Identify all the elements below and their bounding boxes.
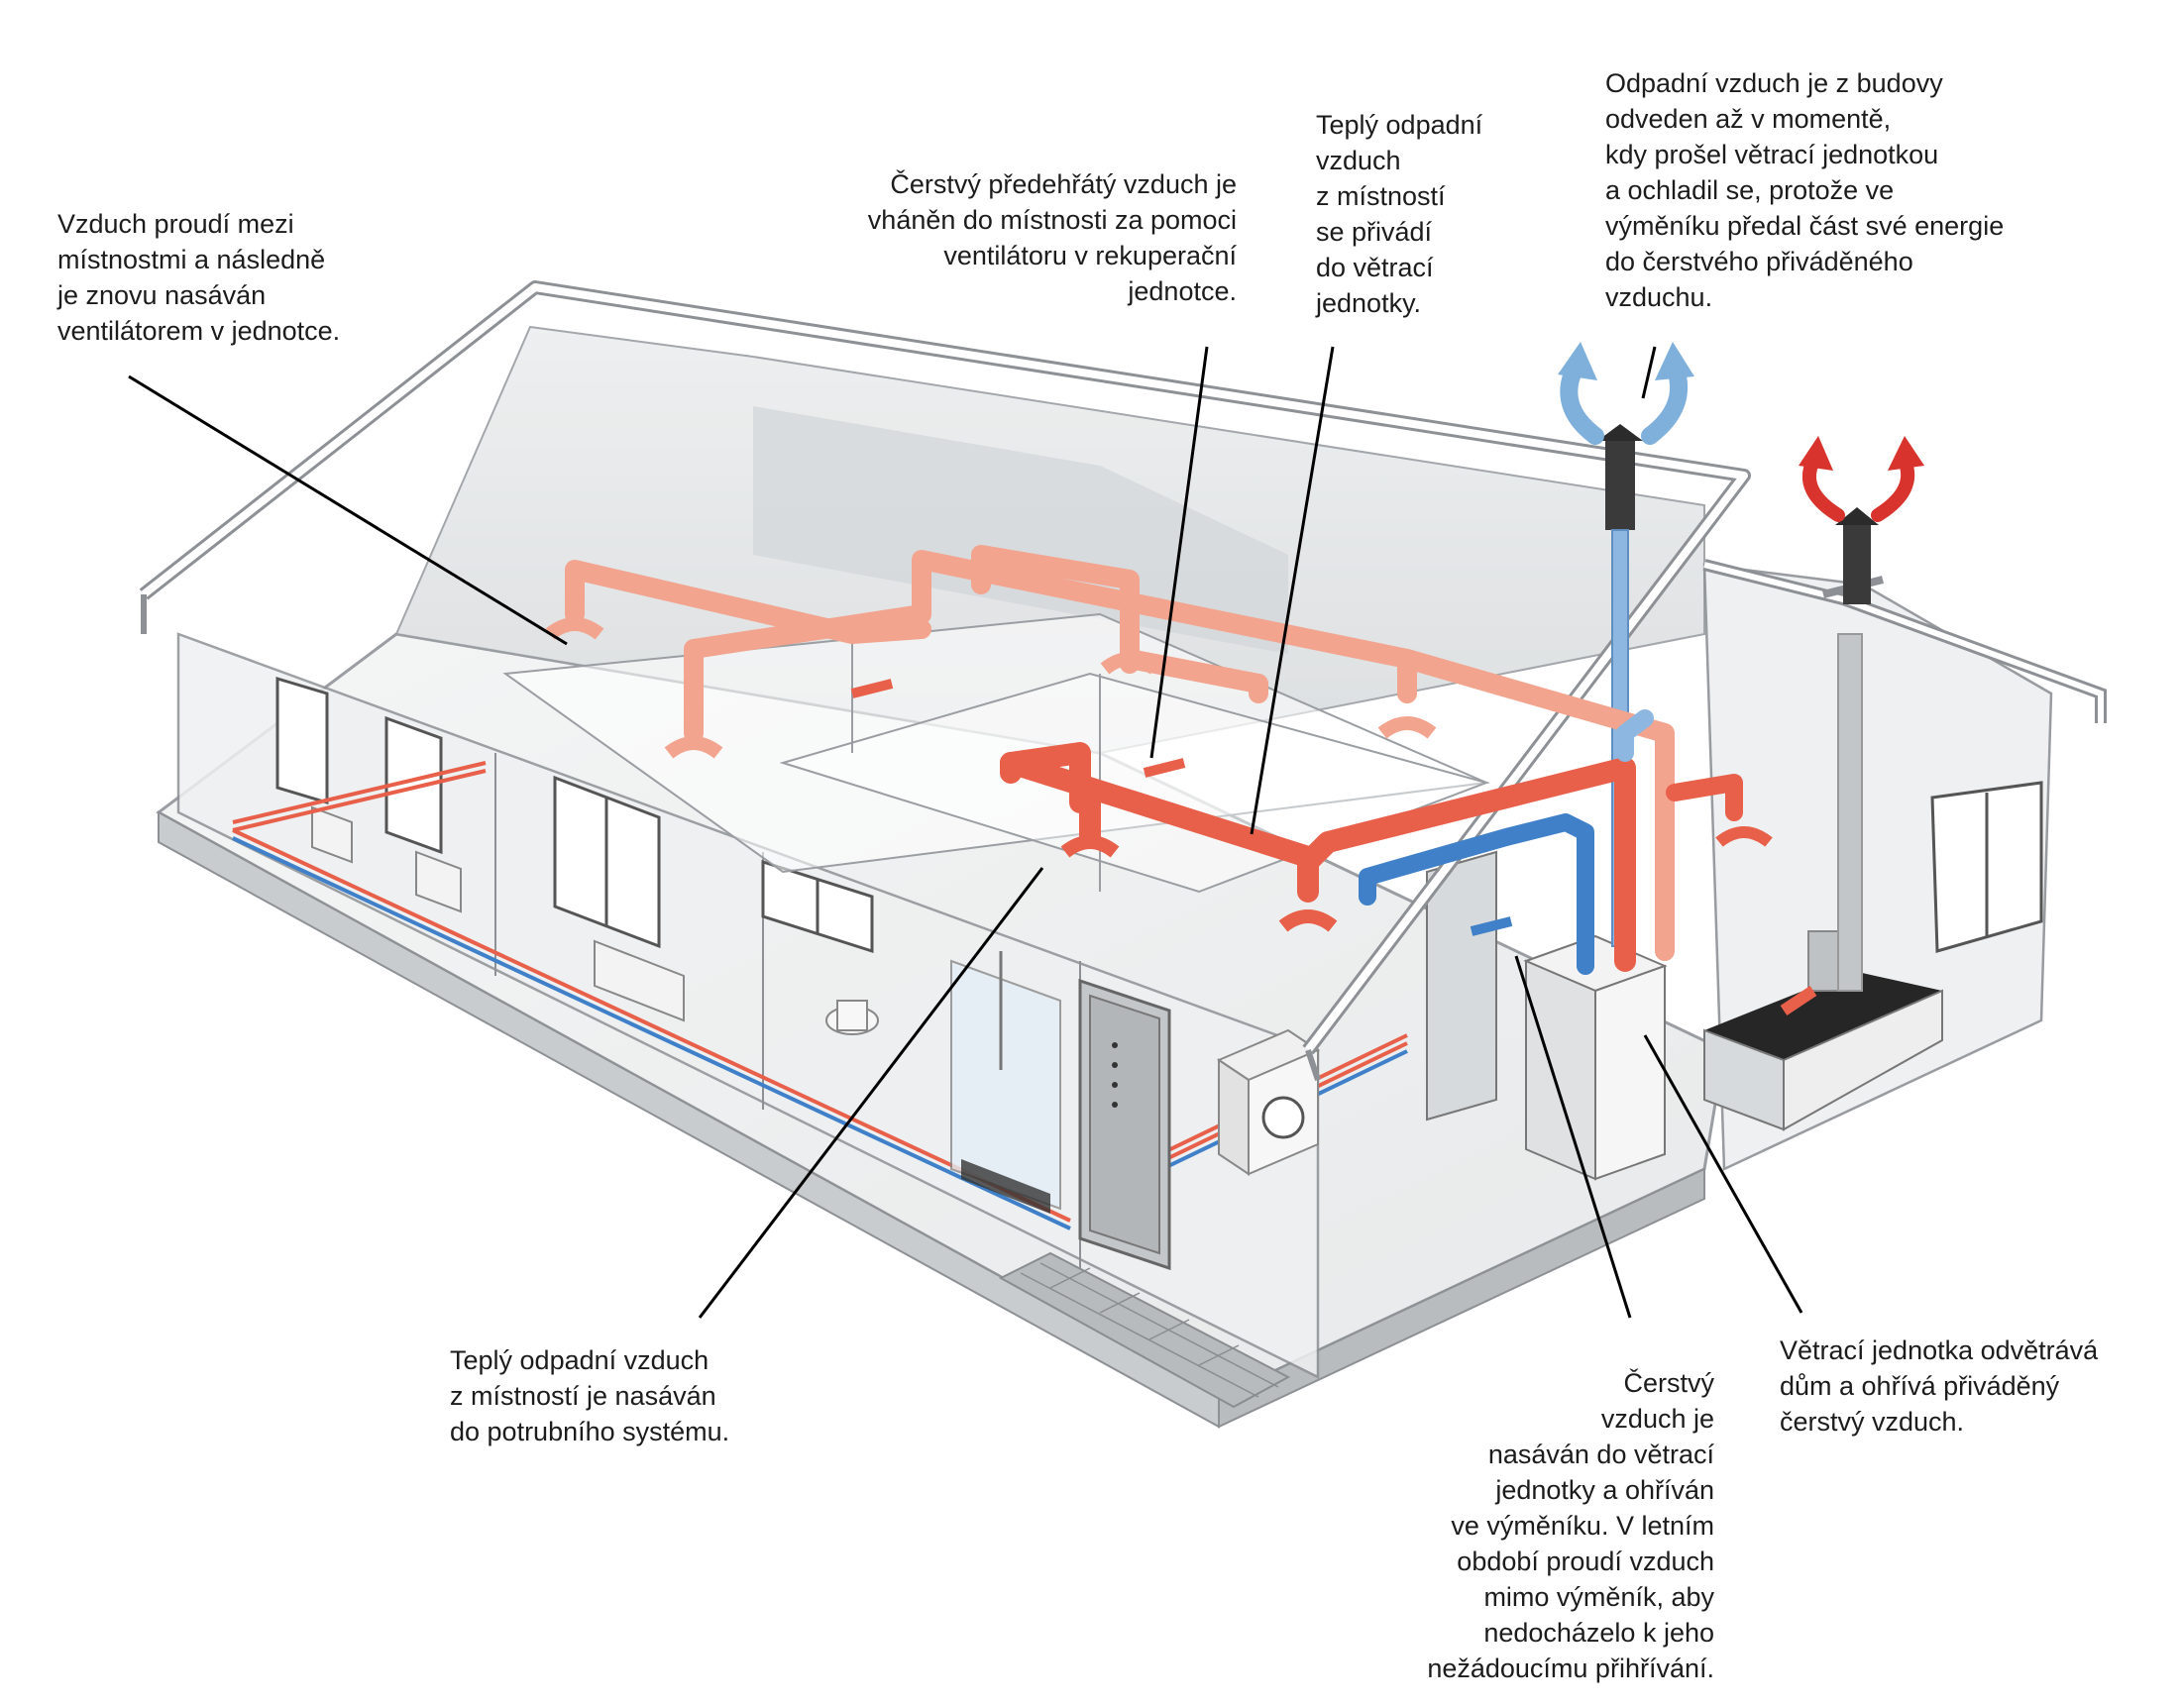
leader-room-flow (128, 374, 568, 646)
front-door (1078, 978, 1171, 1271)
callout-warm-to-unit: Teplý odpadní vzduch z místností se přiv… (1316, 110, 1483, 318)
leader-warm-extract (698, 867, 1044, 1319)
front-windows (275, 676, 874, 954)
bathroom-fixtures (825, 951, 1061, 1214)
callout-exhaust-out: Odpadní vzduch je z budovy odveden až v … (1605, 68, 2005, 312)
extract-ducts (1000, 742, 1743, 972)
callout-unit-role: Větrací jednotka odvětrává dům a ohřívá … (1780, 1335, 2099, 1437)
exhaust-air-arrows (1558, 342, 1694, 445)
leader-unit-role (1643, 1034, 1803, 1314)
washing-machine (1216, 1028, 1321, 1176)
intake-chimney (1835, 507, 1879, 604)
fresh-air-duct (1359, 709, 1654, 975)
leader-lines (128, 346, 1803, 1319)
air-diffusers (545, 617, 1817, 1015)
leader-exhaust-out (1641, 346, 1657, 399)
callout-fresh-preheated: Čerstvý předehřátý vzduch je vháněn do m… (867, 169, 1237, 306)
leader-fresh-preheated (1149, 346, 1209, 759)
paving-stones (998, 1251, 1291, 1409)
main-roof-frame (139, 280, 1751, 1081)
callout-fresh-intake: Čerstvý vzduch je nasáván do větrací jed… (1427, 1368, 1714, 1683)
callout-room-flow: Vzduch proudí mezi místnostmi a následně… (57, 209, 341, 346)
callout-warm-extract: Teplý odpadní vzduch z místností je nasá… (450, 1345, 730, 1446)
radiators (311, 805, 685, 1022)
floor-heating-pipes (232, 761, 1408, 1230)
leader-fresh-intake (1514, 955, 1632, 1319)
annex-kitchen (1702, 563, 2053, 1171)
outdoor-air-arrows (1799, 436, 1924, 522)
supply-ducts (565, 545, 1675, 961)
ventilation-unit (1523, 934, 1668, 1181)
leader-warm-to-unit (1250, 346, 1335, 835)
utility-door (1426, 850, 1497, 1121)
